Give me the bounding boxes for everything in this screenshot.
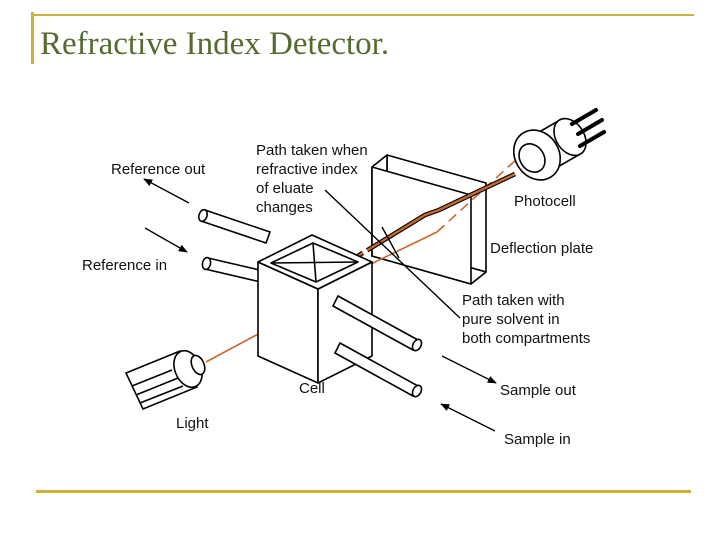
label-path-pure-1: Path taken with bbox=[462, 292, 565, 309]
label-path-pure-3: both compartments bbox=[462, 330, 590, 347]
deflection-plate bbox=[371, 154, 487, 285]
bottom-rule bbox=[36, 490, 691, 493]
flow-arrows bbox=[143, 178, 497, 432]
label-path-changes-2: refractive index bbox=[256, 161, 358, 178]
label-reference-out: Reference out bbox=[111, 161, 206, 178]
photocell-icon bbox=[512, 108, 606, 181]
reference-in-arrow bbox=[144, 227, 188, 253]
sample-in-arrow bbox=[440, 403, 496, 432]
slide-title: Refractive Index Detector. bbox=[40, 26, 390, 62]
reference-out-arrow bbox=[143, 178, 190, 204]
sample-tubes bbox=[331, 294, 423, 398]
label-path-changes-3: of eluate bbox=[256, 180, 314, 197]
label-path-changes-4: changes bbox=[256, 199, 313, 216]
light-source-icon bbox=[124, 349, 206, 411]
label-light: Light bbox=[176, 415, 209, 432]
label-path-pure-2: pure solvent in bbox=[462, 311, 560, 328]
accent-bar bbox=[31, 12, 34, 64]
leader-lines bbox=[324, 189, 461, 319]
cell bbox=[257, 234, 373, 384]
top-rule bbox=[31, 14, 694, 16]
label-sample-out: Sample out bbox=[500, 382, 577, 399]
sample-out-arrow bbox=[441, 355, 497, 384]
label-sample-in: Sample in bbox=[504, 431, 571, 448]
label-photocell: Photocell bbox=[514, 193, 576, 210]
label-path-changes-1: Path taken when bbox=[256, 142, 368, 159]
label-deflection-plate: Deflection plate bbox=[490, 240, 593, 257]
label-cell: Cell bbox=[299, 380, 325, 397]
label-reference-in: Reference in bbox=[82, 257, 167, 274]
